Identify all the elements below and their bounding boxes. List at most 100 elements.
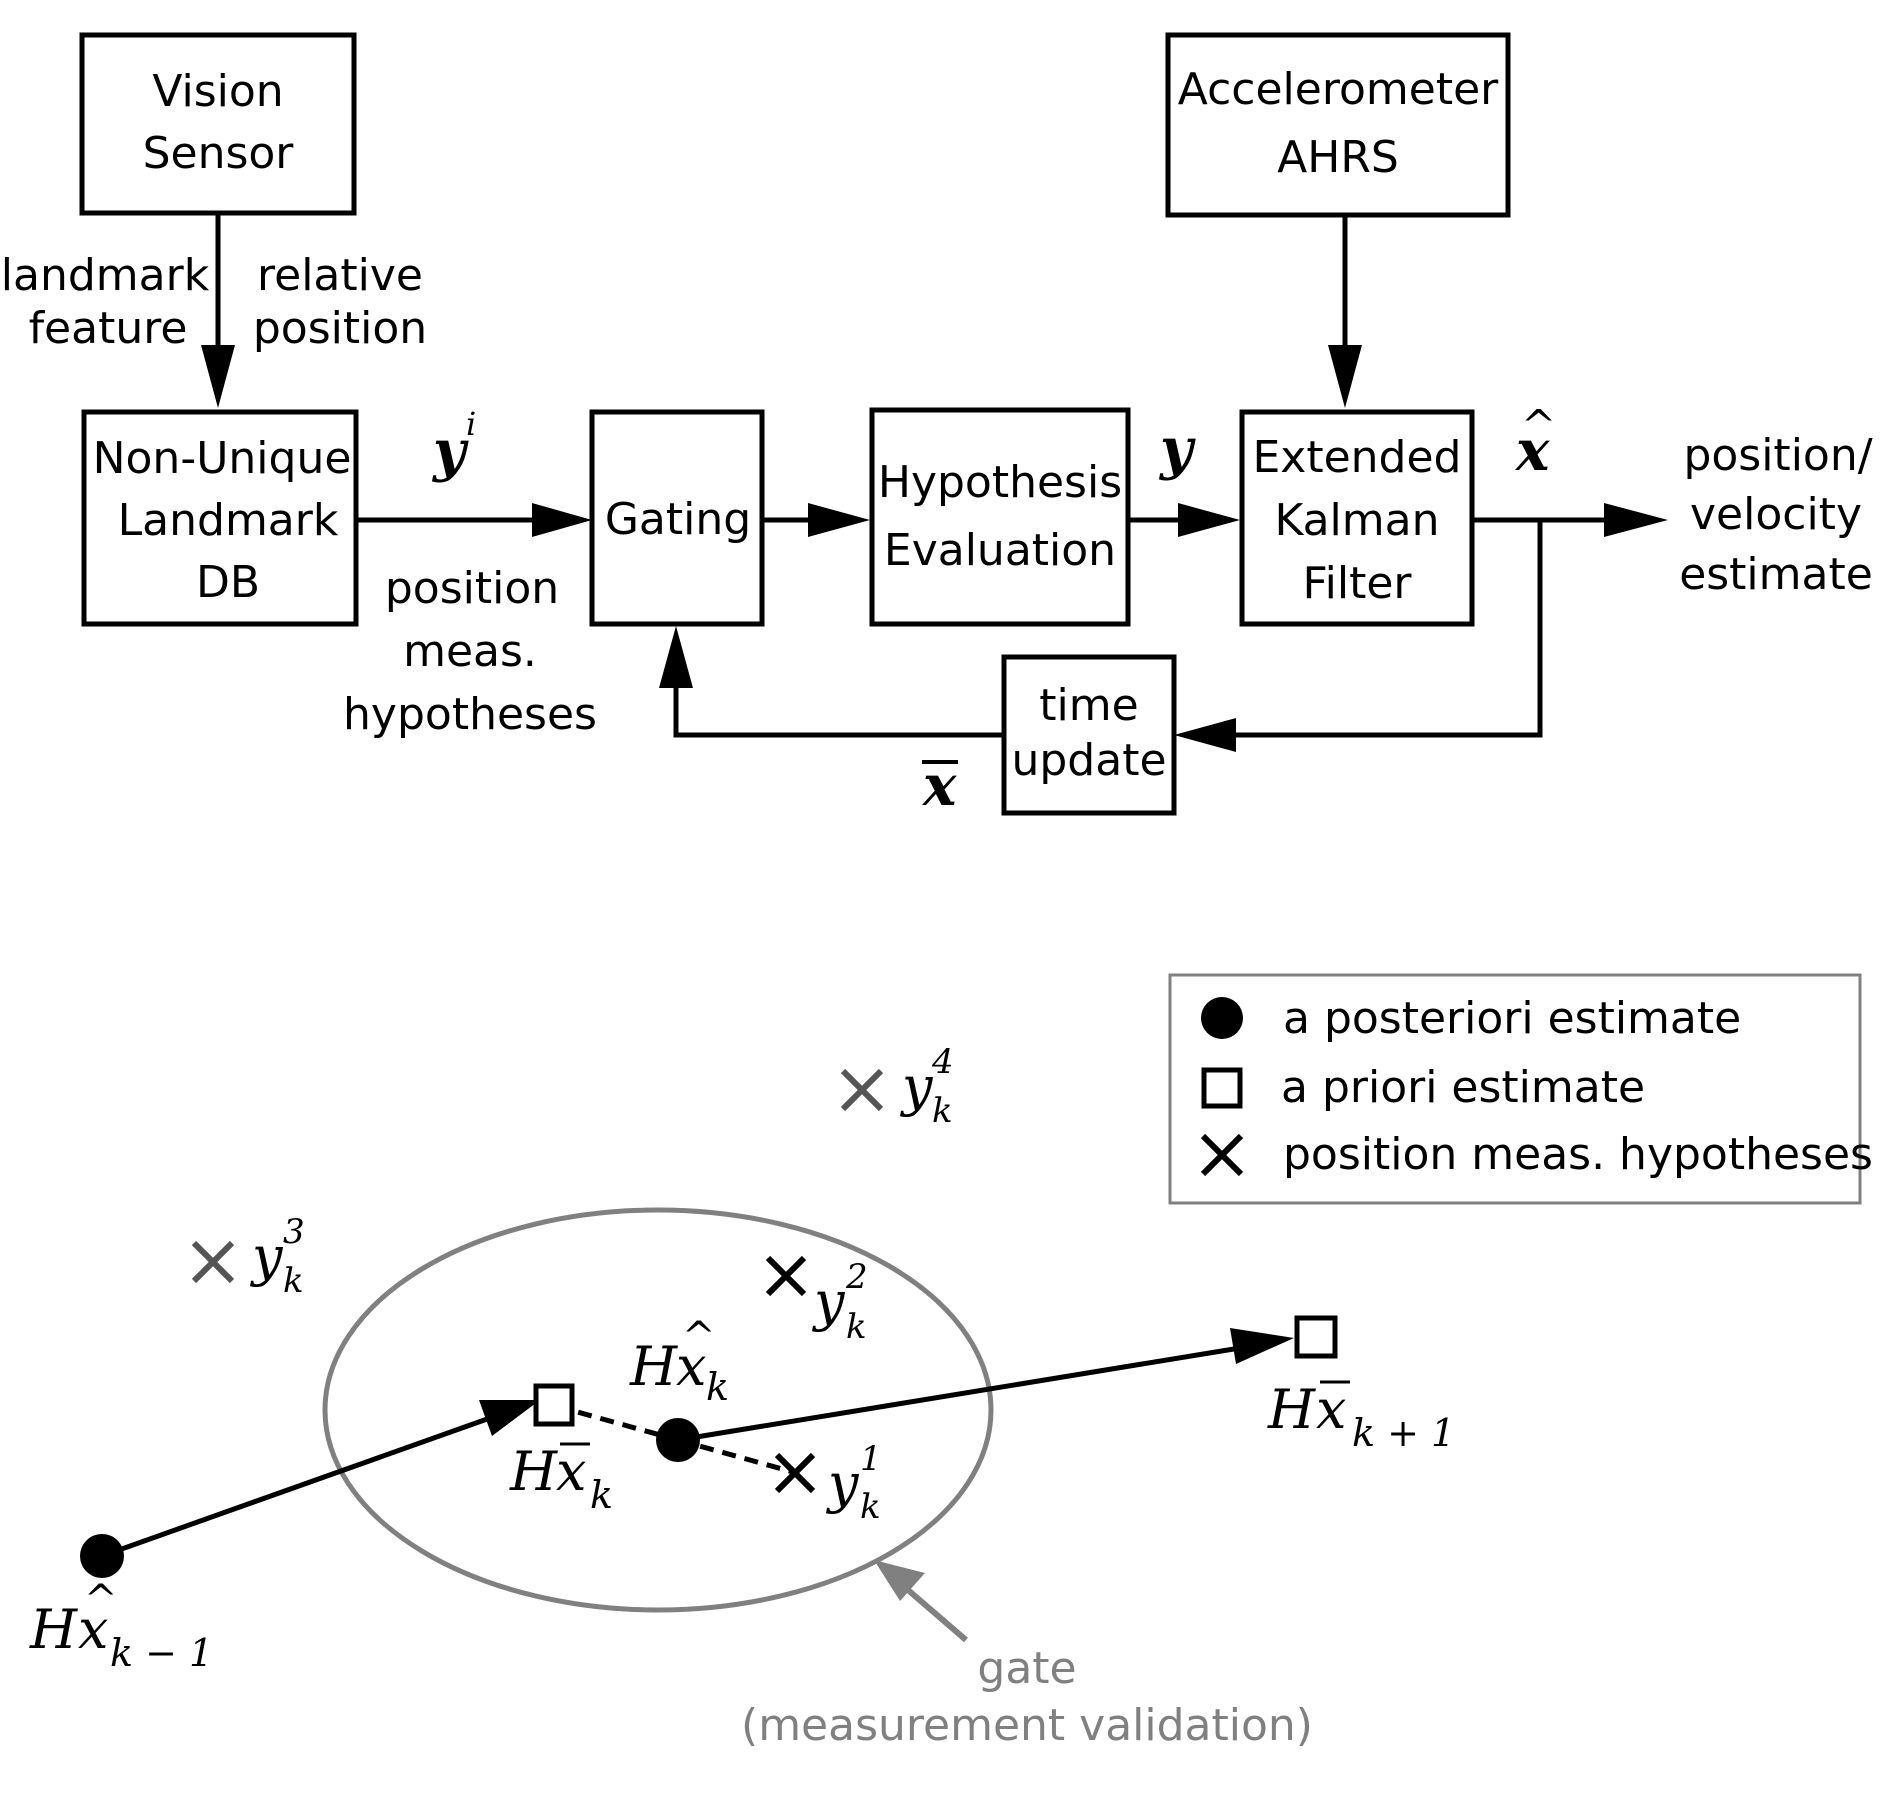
- vision-sensor-label-line2: Sensor: [143, 128, 295, 179]
- legend-prior-label: a priori estimate: [1281, 1062, 1645, 1113]
- label-h-xbar-k-plus-1: H x k + 1: [1267, 1378, 1455, 1455]
- arrow-ekf-output: [1472, 503, 1668, 537]
- symbol-y-i-superscript: i: [466, 405, 476, 443]
- arrow-hypothesis-to-ekf: [1128, 503, 1240, 537]
- arrow-vision-to-db: [201, 213, 235, 408]
- gate-pointer-arrow: [874, 1560, 968, 1643]
- accelerometer-label-line2: AHRS: [1277, 132, 1399, 183]
- legend-posterior-marker: [1201, 997, 1243, 1039]
- dashed-posterior-to-y1: [677, 1437, 794, 1475]
- hypotheses-label-line3: hypotheses: [343, 689, 597, 740]
- label-h: H: [29, 1598, 78, 1661]
- hypothesis-label-line1: Hypothesis: [878, 457, 1122, 508]
- posterior-estimate-k: [656, 1418, 700, 1462]
- label-y: y: [250, 1225, 284, 1288]
- prior-estimate-k-plus-1: [1294, 1315, 1338, 1359]
- label-hat: ^: [84, 1577, 118, 1623]
- label-superscript: 1: [860, 1439, 882, 1479]
- gating-plot: gate (measurement validation): [29, 973, 1873, 1751]
- posterior-estimate-k-minus-1: [80, 1534, 124, 1578]
- legend: a posteriori estimate a priori estimate …: [1168, 973, 1873, 1205]
- relative-position-label-line1: relative: [257, 250, 423, 301]
- label-superscript: 3: [283, 1212, 305, 1252]
- relative-position-label-line2: position: [253, 303, 427, 354]
- label-h: H: [629, 1335, 678, 1398]
- time-update-label-line2: update: [1011, 735, 1166, 786]
- label-y-k-3: y 3 k: [250, 1212, 305, 1301]
- accelerometer-label-line1: Accelerometer: [1178, 64, 1499, 115]
- label-y-k-2: y 2 k: [812, 1257, 868, 1347]
- symbol-x-hat: x ^: [1515, 401, 1556, 484]
- label-x: x: [556, 1440, 586, 1503]
- gating-block: Gating: [589, 409, 765, 627]
- arrow-db-to-gating: [356, 503, 592, 537]
- hypothesis-evaluation-block: Hypothesis Evaluation: [869, 407, 1131, 627]
- symbol-x-bar: x: [922, 753, 958, 819]
- gate-label-line2: (measurement validation): [741, 1700, 1313, 1751]
- hypothesis-cross-y4: [840, 1068, 884, 1112]
- symbol-y: y: [1158, 416, 1196, 482]
- landmark-feature-label-line2: feature: [29, 303, 188, 354]
- label-subscript: k − 1: [110, 1631, 213, 1675]
- feedback-loop: [659, 520, 1543, 752]
- gate-label-line1: gate: [977, 1643, 1076, 1694]
- trajectory-arrow-k-to-prior-k-plus-1: [677, 1328, 1294, 1443]
- label-hat: ^: [682, 1314, 716, 1360]
- landmark-db-block: Non-Unique Landmark DB: [81, 409, 359, 627]
- hypotheses-label-line1: position: [385, 563, 559, 614]
- vision-sensor-block: Vision Sensor: [79, 32, 357, 216]
- label-h-xhat-k-minus-1: H x ^ k − 1: [29, 1577, 213, 1675]
- label-y: y: [812, 1270, 846, 1333]
- label-h: H: [509, 1440, 558, 1503]
- landmark-feature-label-line1: landmark: [1, 250, 210, 301]
- label-y-k-4: y 4 k: [900, 1042, 954, 1131]
- landmark-db-label-line1: Non-Unique: [93, 433, 352, 484]
- trajectory-arrow-k-minus-1-to-prior-k: [101, 1400, 540, 1559]
- legend-hypotheses-marker: [1200, 1133, 1244, 1177]
- label-y: y: [900, 1055, 934, 1118]
- legend-frame: [1168, 973, 1862, 1205]
- label-subscript: k: [590, 1473, 613, 1517]
- ekf-label-line2: Kalman: [1275, 495, 1440, 546]
- label-subscript: k: [932, 1091, 953, 1131]
- output-label-line2: velocity: [1690, 489, 1862, 540]
- label-h-xhat-k: H x ^ k: [629, 1314, 729, 1409]
- accelerometer-ahrs-block: Accelerometer AHRS: [1165, 32, 1511, 218]
- label-subscript: k: [283, 1261, 304, 1301]
- gate-ellipse: [322, 1207, 994, 1613]
- label-x: x: [1316, 1378, 1346, 1441]
- ekf-label-line1: Extended: [1253, 432, 1462, 483]
- hypothesis-cross-y2: [765, 1255, 807, 1297]
- label-superscript: 2: [845, 1257, 868, 1297]
- label-y: y: [826, 1452, 860, 1515]
- time-update-block: time update: [1001, 654, 1177, 816]
- label-x: x: [78, 1598, 108, 1661]
- symbol-y-i-base: y: [431, 418, 469, 484]
- label-h-xbar-k: H x k: [509, 1440, 613, 1517]
- hypothesis-cross-y1: [774, 1452, 816, 1494]
- block-diagram: Vision Sensor Accelerometer AHRS landmar…: [1, 32, 1873, 819]
- arrow-gating-to-hypothesis: [762, 503, 870, 537]
- label-subscript: k: [860, 1487, 881, 1527]
- gating-label: Gating: [605, 494, 751, 545]
- hypothesis-label-line2: Evaluation: [884, 525, 1116, 576]
- symbol-x-hat-base: x: [1515, 418, 1550, 484]
- output-label-line1: position/: [1683, 430, 1872, 481]
- label-subscript: k: [846, 1307, 867, 1347]
- label-h: H: [1267, 1378, 1316, 1441]
- arrow-accelerometer-to-ekf: [1328, 215, 1362, 408]
- extended-kalman-filter-block: Extended Kalman Filter: [1239, 409, 1475, 627]
- symbol-x-hat-accent: ^: [1521, 401, 1556, 450]
- time-update-label-line1: time: [1039, 680, 1138, 731]
- legend-prior-marker: [1201, 1067, 1243, 1109]
- legend-posterior-label: a posteriori estimate: [1283, 993, 1741, 1044]
- label-x: x: [676, 1335, 706, 1398]
- label-subscript: k + 1: [1352, 1411, 1455, 1455]
- symbol-y-i: y i: [431, 405, 476, 484]
- hypothesis-cross-y3: [191, 1240, 235, 1284]
- legend-hypotheses-label: position meas. hypotheses: [1283, 1129, 1873, 1180]
- label-y-k-1: y 1 k: [826, 1439, 882, 1527]
- hypotheses-label-line2: meas.: [403, 626, 537, 677]
- landmark-db-label-line3: DB: [196, 557, 260, 608]
